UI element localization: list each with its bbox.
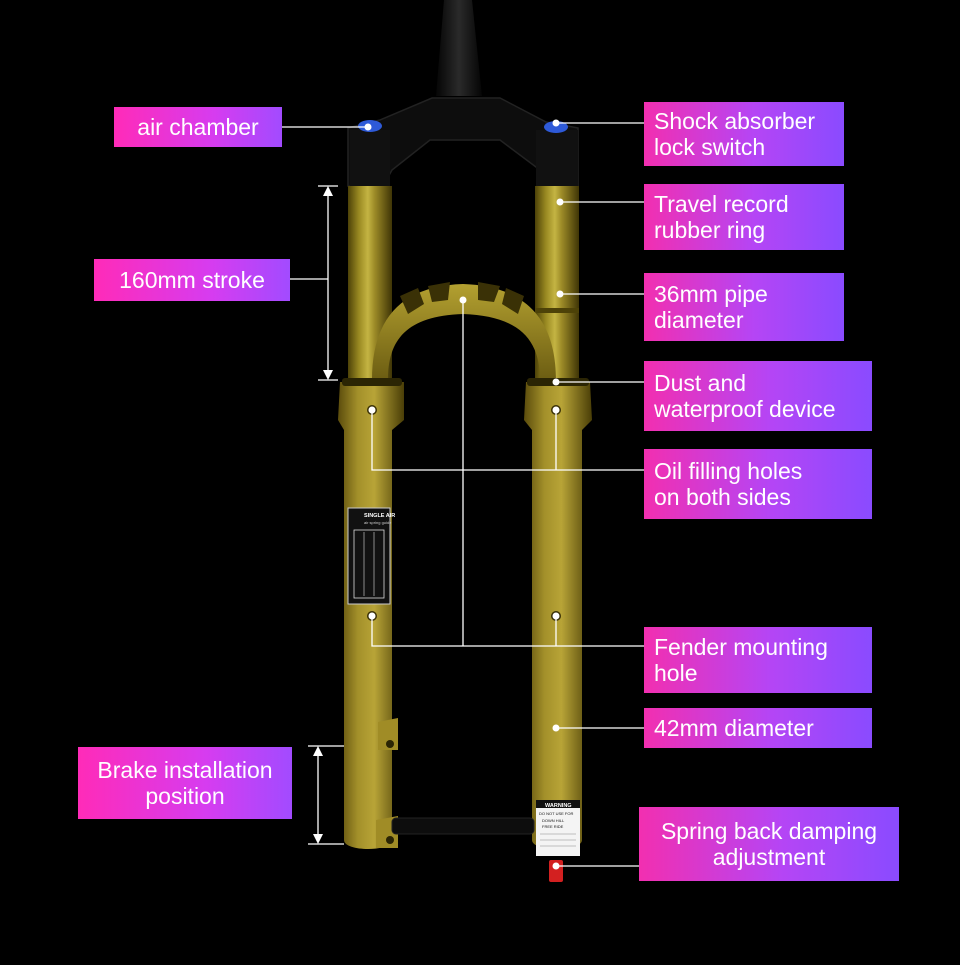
label-stroke-line1: 160mm stroke	[119, 267, 265, 293]
air-decal-subtitle: air spring guide	[364, 520, 392, 525]
label-lock-switch-line2: lock switch	[654, 134, 766, 160]
label-pipe-diameter-line1: 36mm pipe	[654, 281, 768, 307]
travel-ring	[535, 308, 579, 313]
label-lower-diameter: 42mm diameter	[644, 708, 872, 748]
label-dust-line1: Dust and	[654, 370, 747, 396]
air-decal-title: SINGLE AIR	[364, 513, 395, 519]
label-spring-back-line2: adjustment	[712, 844, 826, 870]
label-brake-position: Brake installation position	[78, 747, 292, 819]
label-air-chamber-line1: air chamber	[137, 114, 259, 140]
arrowheads	[313, 186, 333, 844]
label-travel-ring: Travel record rubber ring	[644, 184, 844, 250]
warning-decal-line1: DO NOT USE FOR	[539, 811, 573, 816]
label-lock-switch-line1: Shock absorber	[654, 108, 816, 134]
label-brake-line2: position	[145, 783, 225, 809]
label-oil-holes-line1: Oil filling holes	[654, 458, 803, 484]
label-fender-hole: Fender mounting hole	[644, 627, 872, 693]
warning-decal-line2: DOWN HILL	[542, 818, 565, 823]
right-top-cap	[536, 130, 578, 186]
left-dust-seal	[342, 378, 402, 386]
label-pipe-diameter: 36mm pipe diameter	[644, 273, 844, 341]
label-lock-switch: Shock absorber lock switch	[644, 102, 844, 166]
arch-cutouts	[400, 282, 524, 314]
label-dust-line2: waterproof device	[654, 396, 836, 422]
label-lower-diameter-line1: 42mm diameter	[654, 715, 814, 741]
label-brake-line1: Brake installation	[97, 757, 273, 783]
left-top-cap	[350, 130, 390, 186]
callout-dots	[364, 119, 564, 870]
warning-decal-title: WARNING	[545, 803, 572, 809]
label-travel-ring-line2: rubber ring	[654, 217, 766, 243]
through-axle	[391, 817, 535, 835]
lockout-knob	[544, 121, 568, 133]
label-fender-line1: Fender mounting	[654, 634, 828, 660]
label-oil-holes: Oil filling holes on both sides	[644, 449, 872, 519]
label-stroke: 160mm stroke	[94, 259, 290, 301]
warning-decal-line3: FREE RIDE	[542, 824, 564, 829]
steerer-tube	[436, 0, 482, 96]
label-fender-line2: hole	[654, 660, 698, 686]
warning-decal: WARNING DO NOT USE FOR DOWN HILL FREE RI…	[536, 800, 580, 856]
label-spring-back-line1: Spring back damping	[660, 818, 878, 844]
label-spring-back: Spring back damping adjustment	[639, 807, 899, 881]
air-decal: SINGLE AIR air spring guide	[347, 507, 395, 605]
callout-lines	[280, 122, 644, 867]
label-pipe-diameter-line2: diameter	[654, 307, 744, 333]
label-travel-ring-line1: Travel record	[654, 191, 789, 217]
label-oil-holes-line2: on both sides	[654, 484, 791, 510]
label-dust-waterproof: Dust and waterproof device	[644, 361, 872, 431]
label-air-chamber: air chamber	[114, 107, 282, 147]
